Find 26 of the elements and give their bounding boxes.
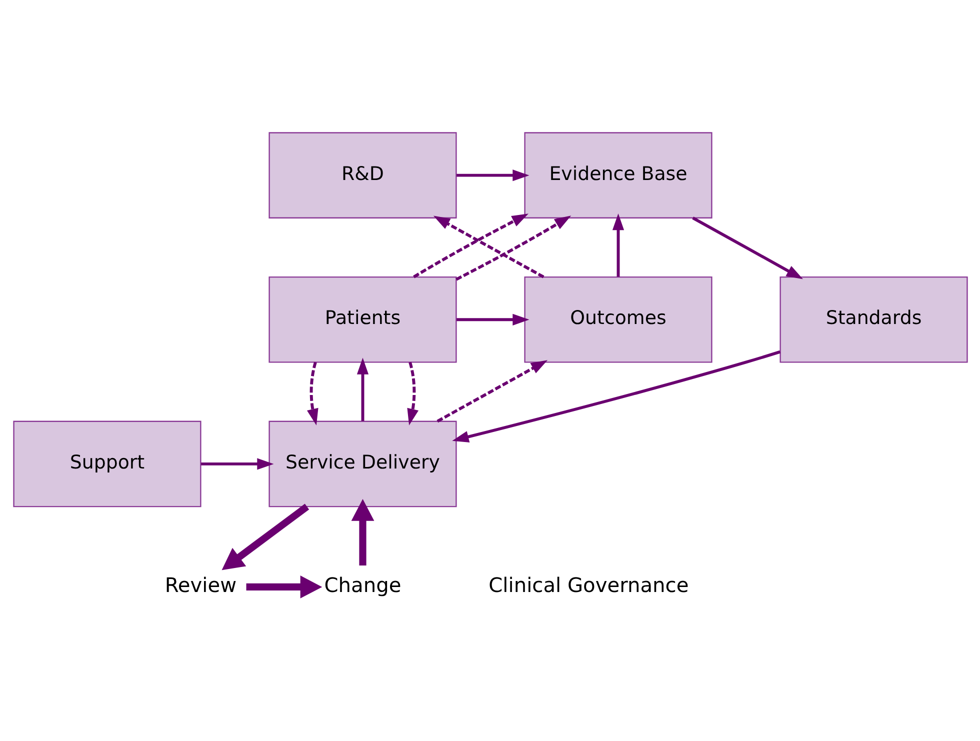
arrow [456,314,529,326]
arrow [246,576,322,598]
node-box: Service Delivery [268,420,456,508]
node-text: Review [164,572,236,597]
arrow [452,350,780,442]
arrow [221,504,309,570]
arrow [436,360,548,423]
node-box: R&D [268,132,456,218]
node-box: Standards [779,276,968,363]
arrow [406,362,418,426]
arrow [612,213,624,277]
arrow [455,216,571,281]
arrow [692,216,802,280]
arrow [456,170,529,182]
arrow [432,216,544,278]
node-box: Patients [268,276,456,363]
arrow [412,214,528,278]
label: Clinical Governance [488,572,688,597]
arrow [306,362,318,426]
node-box: Support [12,420,201,508]
arrow [200,458,274,470]
arrow [356,358,368,422]
node-box: Evidence Base [524,132,712,218]
node-text: Change [324,572,401,597]
node-box: Outcomes [524,276,712,363]
arrow [350,499,374,566]
